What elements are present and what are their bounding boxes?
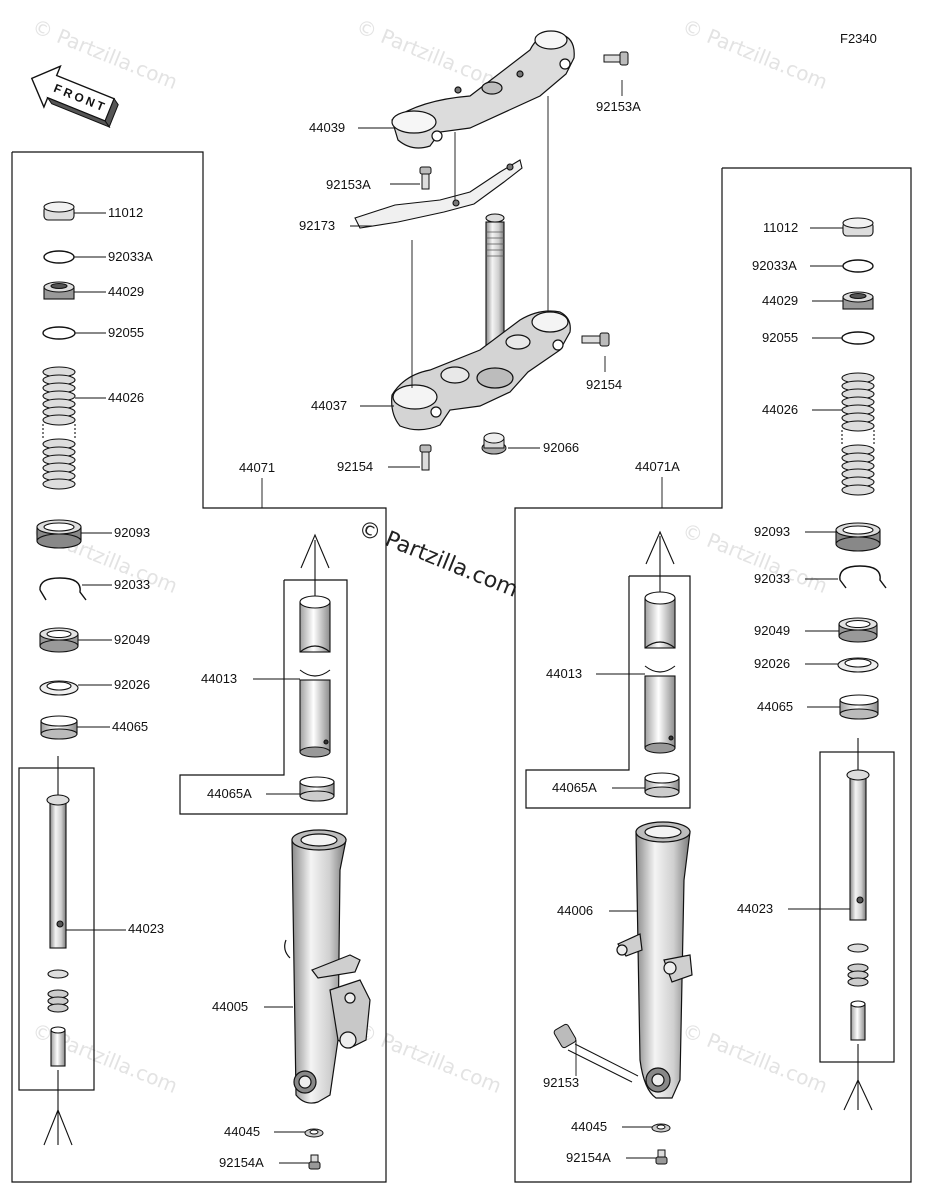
part-label-top-clamp[interactable]: 44039 — [309, 120, 346, 135]
part-label-l-washer[interactable]: 92026 — [114, 677, 151, 692]
part-label-r-seal[interactable]: 92093 — [754, 524, 791, 539]
part-label-stem-clamp[interactable]: 44037 — [311, 398, 348, 413]
axle-bolt-icon — [553, 1023, 639, 1083]
part-label-right-fork[interactable]: 44071A — [635, 459, 680, 474]
bracket-part — [354, 159, 523, 229]
part-label-r-gasket[interactable]: 44045 — [571, 1119, 608, 1134]
right-fork-parts — [835, 217, 887, 720]
part-label-r-cap[interactable]: 11012 — [763, 220, 799, 235]
part-label-r-plug[interactable]: 44029 — [762, 293, 799, 308]
right-drain-parts — [651, 1123, 671, 1165]
part-label-r-ring[interactable]: 92033A — [752, 258, 797, 273]
part-label-bolt-top-left[interactable]: 92153A — [326, 177, 371, 192]
part-label-l-cap[interactable]: 11012 — [108, 205, 144, 220]
bolt-icon — [581, 332, 610, 347]
part-label-l-oilseal[interactable]: 92049 — [114, 632, 151, 647]
right-outer-tube-part — [616, 821, 693, 1099]
left-fork-parts — [36, 201, 87, 740]
part-label-r-drain-bolt[interactable]: 92154A — [566, 1150, 611, 1165]
part-label-r-outer-tube[interactable]: 44006 — [557, 903, 594, 918]
bolt-icon — [419, 444, 432, 471]
part-label-r-axle-bolt[interactable]: 92153 — [543, 1075, 580, 1090]
left-outer-tube-part — [284, 829, 371, 1104]
part-label-l-ring[interactable]: 92033A — [108, 249, 153, 264]
stem-nut-part — [481, 432, 507, 455]
right-damper-part — [843, 738, 873, 1111]
bolt-icon — [603, 51, 629, 66]
part-label-l-seal[interactable]: 92093 — [114, 525, 151, 540]
left-assembly-outline — [11, 151, 387, 1183]
bolt-icon — [419, 166, 432, 190]
right-assembly-outline — [514, 167, 912, 1183]
part-label-l-outer-tube[interactable]: 44005 — [212, 999, 249, 1014]
part-label-l-gasket[interactable]: 44045 — [224, 1124, 261, 1139]
left-damper-part — [43, 756, 73, 1146]
part-label-l-drain-bolt[interactable]: 92154A — [219, 1155, 264, 1170]
part-label-stem-nut[interactable]: 92066 — [543, 440, 580, 455]
right-damper-box — [819, 751, 895, 1063]
part-label-bolt-top-right[interactable]: 92153A — [596, 99, 641, 114]
part-label-r-oilseal[interactable]: 92049 — [754, 623, 791, 638]
figure-reference: F2340 — [840, 31, 877, 46]
part-label-l-bush[interactable]: 44065 — [112, 719, 149, 734]
front-arrow-icon — [30, 64, 119, 129]
part-label-left-fork[interactable]: 44071 — [239, 460, 276, 475]
part-label-r-bush-a[interactable]: 44065A — [552, 780, 597, 795]
part-label-l-damper[interactable]: 44023 — [128, 921, 165, 936]
part-label-stem-bolt-right[interactable]: 92154 — [586, 377, 623, 392]
right-inner-tube-part — [644, 530, 680, 798]
part-label-l-clip[interactable]: 92033 — [114, 577, 151, 592]
part-label-r-washer[interactable]: 92026 — [754, 656, 791, 671]
part-label-l-plug[interactable]: 44029 — [108, 284, 145, 299]
part-label-l-inner-tube[interactable]: 44013 — [201, 671, 238, 686]
left-drain-parts — [304, 1128, 324, 1170]
stem-clamp-part — [391, 310, 571, 431]
part-label-bracket[interactable]: 92173 — [299, 218, 336, 233]
top-clamp-part — [391, 30, 575, 149]
part-label-r-bush[interactable]: 44065 — [757, 699, 794, 714]
part-label-l-oring[interactable]: 92055 — [108, 325, 145, 340]
part-label-r-spring[interactable]: 44026 — [762, 402, 799, 417]
part-label-r-oring[interactable]: 92055 — [762, 330, 799, 345]
part-label-l-bush-a[interactable]: 44065A — [207, 786, 252, 801]
part-label-l-spring[interactable]: 44026 — [108, 390, 145, 405]
left-inner-tube-box — [179, 579, 348, 815]
part-label-r-clip[interactable]: 92033 — [754, 571, 791, 586]
left-damper-box — [18, 767, 95, 1091]
part-label-r-inner-tube[interactable]: 44013 — [546, 666, 583, 681]
left-inner-tube-part — [299, 533, 335, 802]
right-inner-tube-box — [525, 575, 691, 809]
part-label-stem-bolt-left[interactable]: 92154 — [337, 459, 374, 474]
part-label-r-damper[interactable]: 44023 — [737, 901, 774, 916]
